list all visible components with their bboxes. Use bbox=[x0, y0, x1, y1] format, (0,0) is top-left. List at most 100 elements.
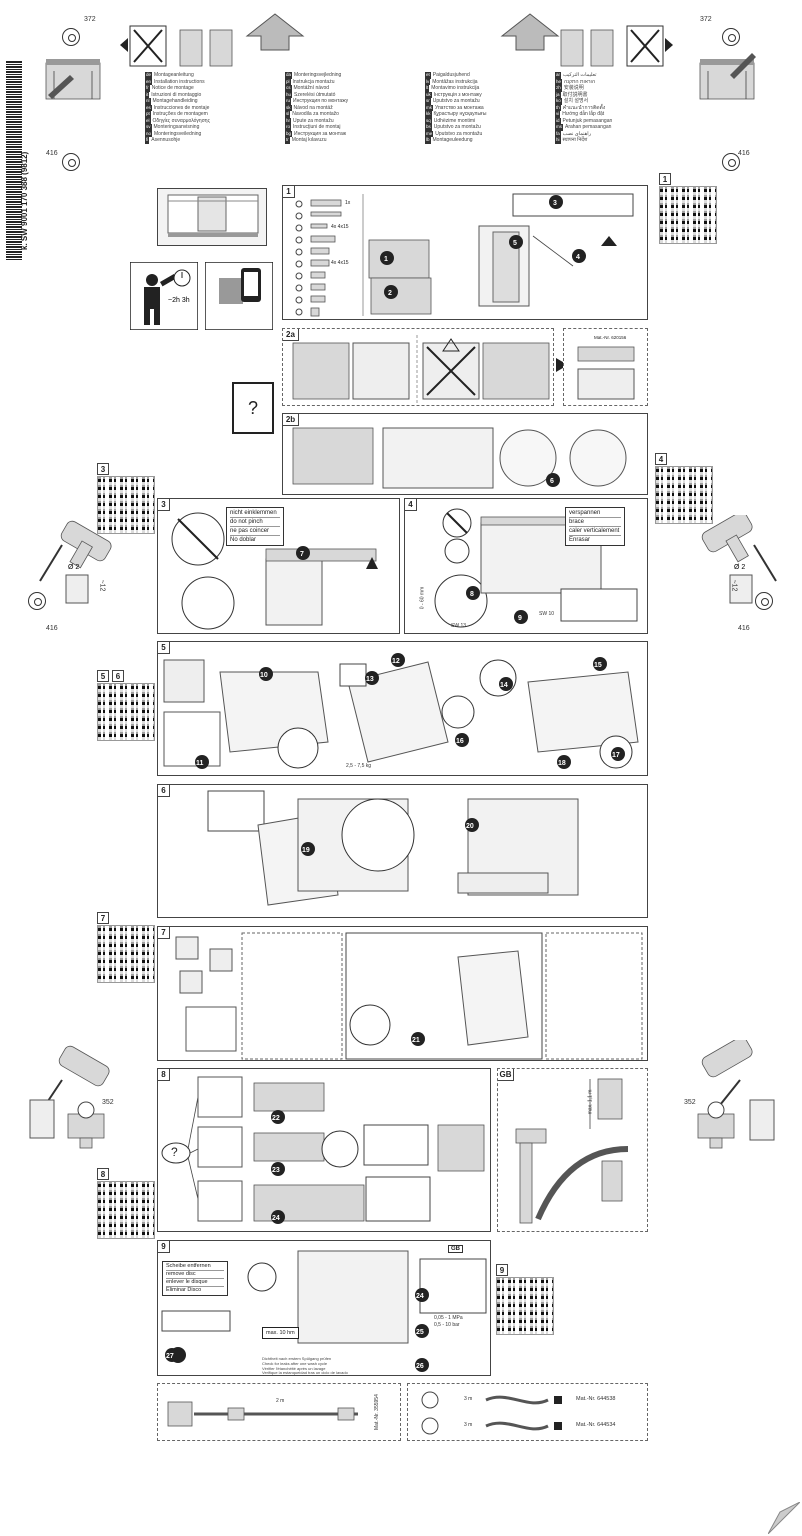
aquastop-length-2: 3 m bbox=[464, 1422, 473, 1428]
aquastop-mat-nr-1: Mat.-Nr. 644538 bbox=[576, 1396, 616, 1402]
step1-part-qty-3: 4x 4x15 bbox=[331, 224, 349, 230]
step-number: 7 bbox=[158, 927, 170, 939]
svg-text:4: 4 bbox=[576, 254, 580, 261]
svg-text:8: 8 bbox=[470, 591, 474, 598]
qr-code-8[interactable] bbox=[97, 1181, 155, 1239]
qr-tag-7: 7 bbox=[97, 912, 109, 924]
step-number: 6 bbox=[158, 785, 170, 797]
qr-tag-5: 5 bbox=[97, 670, 109, 682]
svg-text:23: 23 bbox=[272, 1167, 280, 1174]
gb-label: GB bbox=[498, 1069, 514, 1081]
callout-12: 12 bbox=[391, 653, 405, 667]
qr-tag-9: 9 bbox=[496, 1264, 508, 1276]
qr-tag-1: 1 bbox=[659, 173, 671, 185]
svg-text:19: 19 bbox=[302, 847, 310, 854]
qr-code-3[interactable] bbox=[97, 476, 155, 534]
step-5-panel: 5 2,5 - 7,5 kg 10 11 12 13 14 15 16 17 1… bbox=[157, 641, 648, 776]
top-left-no-side-panel-figure bbox=[120, 25, 233, 67]
next-arrow bbox=[556, 358, 568, 372]
callout-26: 26 bbox=[415, 1358, 429, 1372]
callout-27: 27 bbox=[165, 1348, 179, 1362]
callout-14: 14 bbox=[499, 677, 513, 691]
step-number: 2a bbox=[283, 329, 299, 341]
svg-text:1: 1 bbox=[384, 256, 388, 263]
drill-lower-right-figure bbox=[697, 1040, 775, 1149]
technician-time-icon: ~2h 3h bbox=[130, 262, 198, 330]
svg-text:20: 20 bbox=[466, 823, 474, 830]
svg-text:10: 10 bbox=[260, 672, 268, 679]
water-pressure-bar: 0,5 - 10 bar bbox=[434, 1322, 460, 1328]
step-7-panel: 7 21 bbox=[157, 926, 648, 1061]
step-2a-panel: 2a bbox=[282, 328, 554, 406]
svg-text:22: 22 bbox=[272, 1115, 280, 1122]
drill-depth-left: ~12 bbox=[98, 579, 106, 592]
callout-11: 11 bbox=[195, 755, 209, 769]
qr-code-1[interactable] bbox=[659, 186, 717, 244]
door-weight: 2,5 - 7,5 kg bbox=[346, 763, 372, 769]
callout-24: 24 bbox=[271, 1210, 285, 1224]
qr-code-9[interactable] bbox=[496, 1277, 554, 1335]
qr-code-7[interactable] bbox=[97, 925, 155, 983]
qr-code-4[interactable] bbox=[655, 466, 713, 524]
crop-mark-lower-left bbox=[28, 592, 46, 610]
max-height-box: max. 10 hm bbox=[262, 1327, 299, 1339]
step-number: 1 bbox=[283, 186, 295, 198]
step-6-panel: 6 19 20 bbox=[157, 784, 648, 918]
callout-22: 22 bbox=[271, 1110, 285, 1124]
step1-part-qty-6: 4x 4x15 bbox=[331, 260, 349, 266]
svg-text:21: 21 bbox=[412, 1037, 420, 1044]
smartphone-qr-icon bbox=[205, 262, 273, 330]
callout-5: 5 bbox=[509, 235, 523, 249]
svg-text:18: 18 bbox=[558, 760, 566, 767]
callout-10: 10 bbox=[259, 667, 273, 681]
spanner-sw13: SW 13 bbox=[451, 623, 467, 629]
callout-23: 23 bbox=[271, 1162, 285, 1176]
qr-code-5-6[interactable] bbox=[97, 683, 155, 741]
screw-dim-left: 352 bbox=[102, 1099, 114, 1106]
step-2a-accessory-panel: Mat.-Nr. 620156 bbox=[563, 328, 648, 406]
question-mark-8: ? bbox=[171, 1145, 178, 1159]
svg-text:24: 24 bbox=[416, 1293, 424, 1300]
svg-text:2: 2 bbox=[388, 290, 392, 297]
step-number: 3 bbox=[158, 499, 170, 511]
callout-21: 21 bbox=[411, 1032, 425, 1046]
step1-part-qty-1: 1x bbox=[345, 200, 351, 206]
callout-7: 7 bbox=[296, 546, 310, 560]
drill-depth-right: ~12 bbox=[730, 579, 738, 592]
svg-text:24: 24 bbox=[272, 1215, 280, 1222]
callout-2: 2 bbox=[384, 285, 398, 299]
drill-diameter-right: Ø 2 bbox=[734, 564, 745, 571]
top-left-cabinet-figure bbox=[45, 59, 101, 100]
spanner-sw10: SW 10 bbox=[539, 611, 555, 617]
dimension-right-top: 372 bbox=[700, 16, 712, 23]
svg-text:26: 26 bbox=[416, 1363, 424, 1370]
crop-mark-lower-right bbox=[755, 592, 773, 610]
aquastop-length-1: 3 m bbox=[464, 1396, 473, 1402]
gb-max-height: max. 1,1 m bbox=[587, 1089, 594, 1115]
